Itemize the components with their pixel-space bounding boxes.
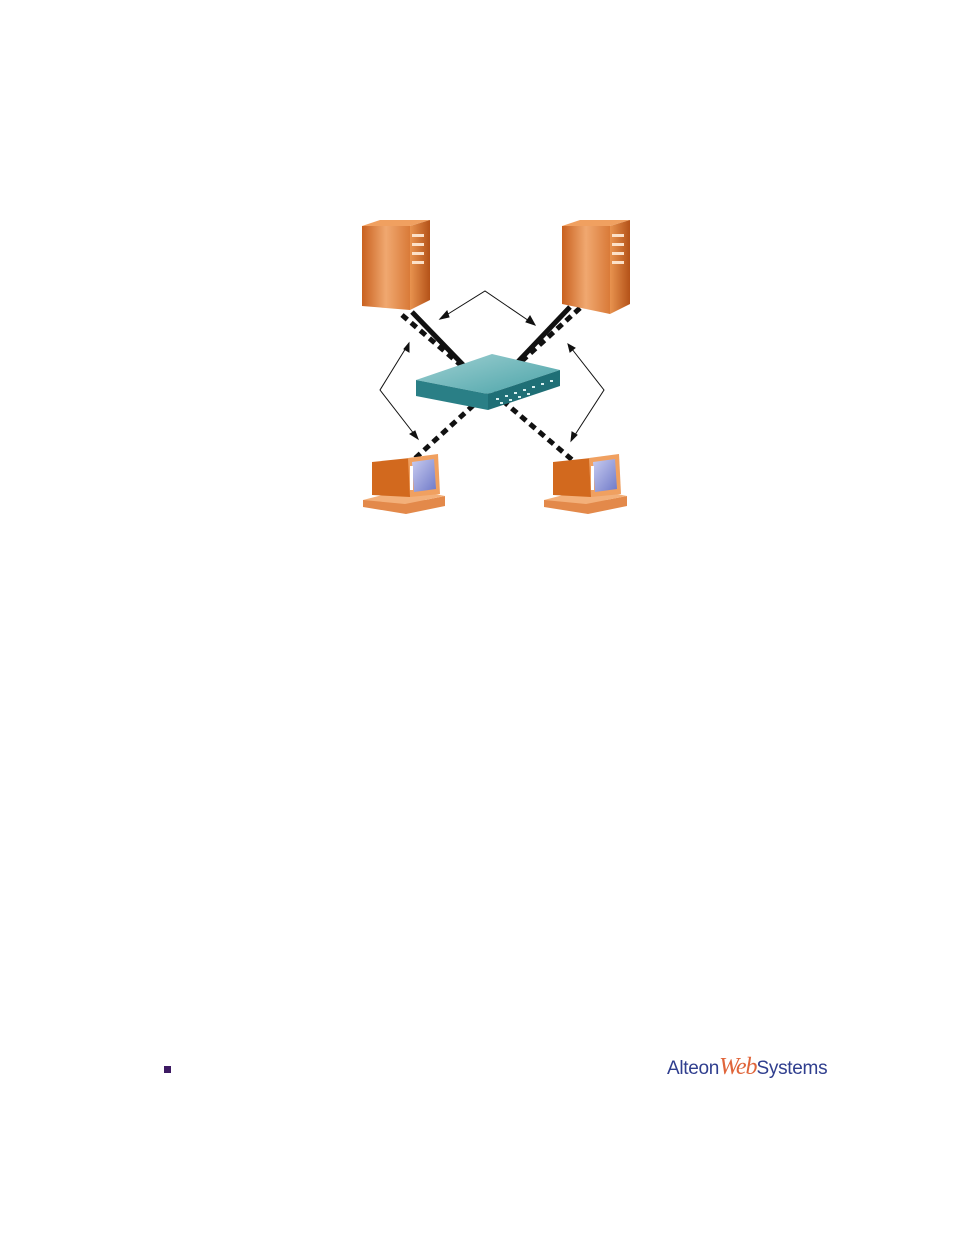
logo-part-web: Web — [719, 1054, 756, 1080]
company-logo: AlteonWebSystems — [667, 1052, 827, 1082]
logo-part-alteon: Alteon — [667, 1058, 719, 1079]
logo-part-systems: Systems — [757, 1058, 828, 1079]
arrow-left-pair — [380, 343, 418, 439]
footer-bullet — [164, 1066, 171, 1073]
arrow-top-pair — [440, 291, 535, 325]
arrow-right-pair — [568, 344, 604, 441]
server-right-icon — [562, 220, 630, 314]
server-left-icon — [362, 220, 430, 310]
switch-icon — [416, 354, 560, 410]
client-left-icon — [363, 454, 445, 514]
client-right-icon — [544, 454, 627, 514]
